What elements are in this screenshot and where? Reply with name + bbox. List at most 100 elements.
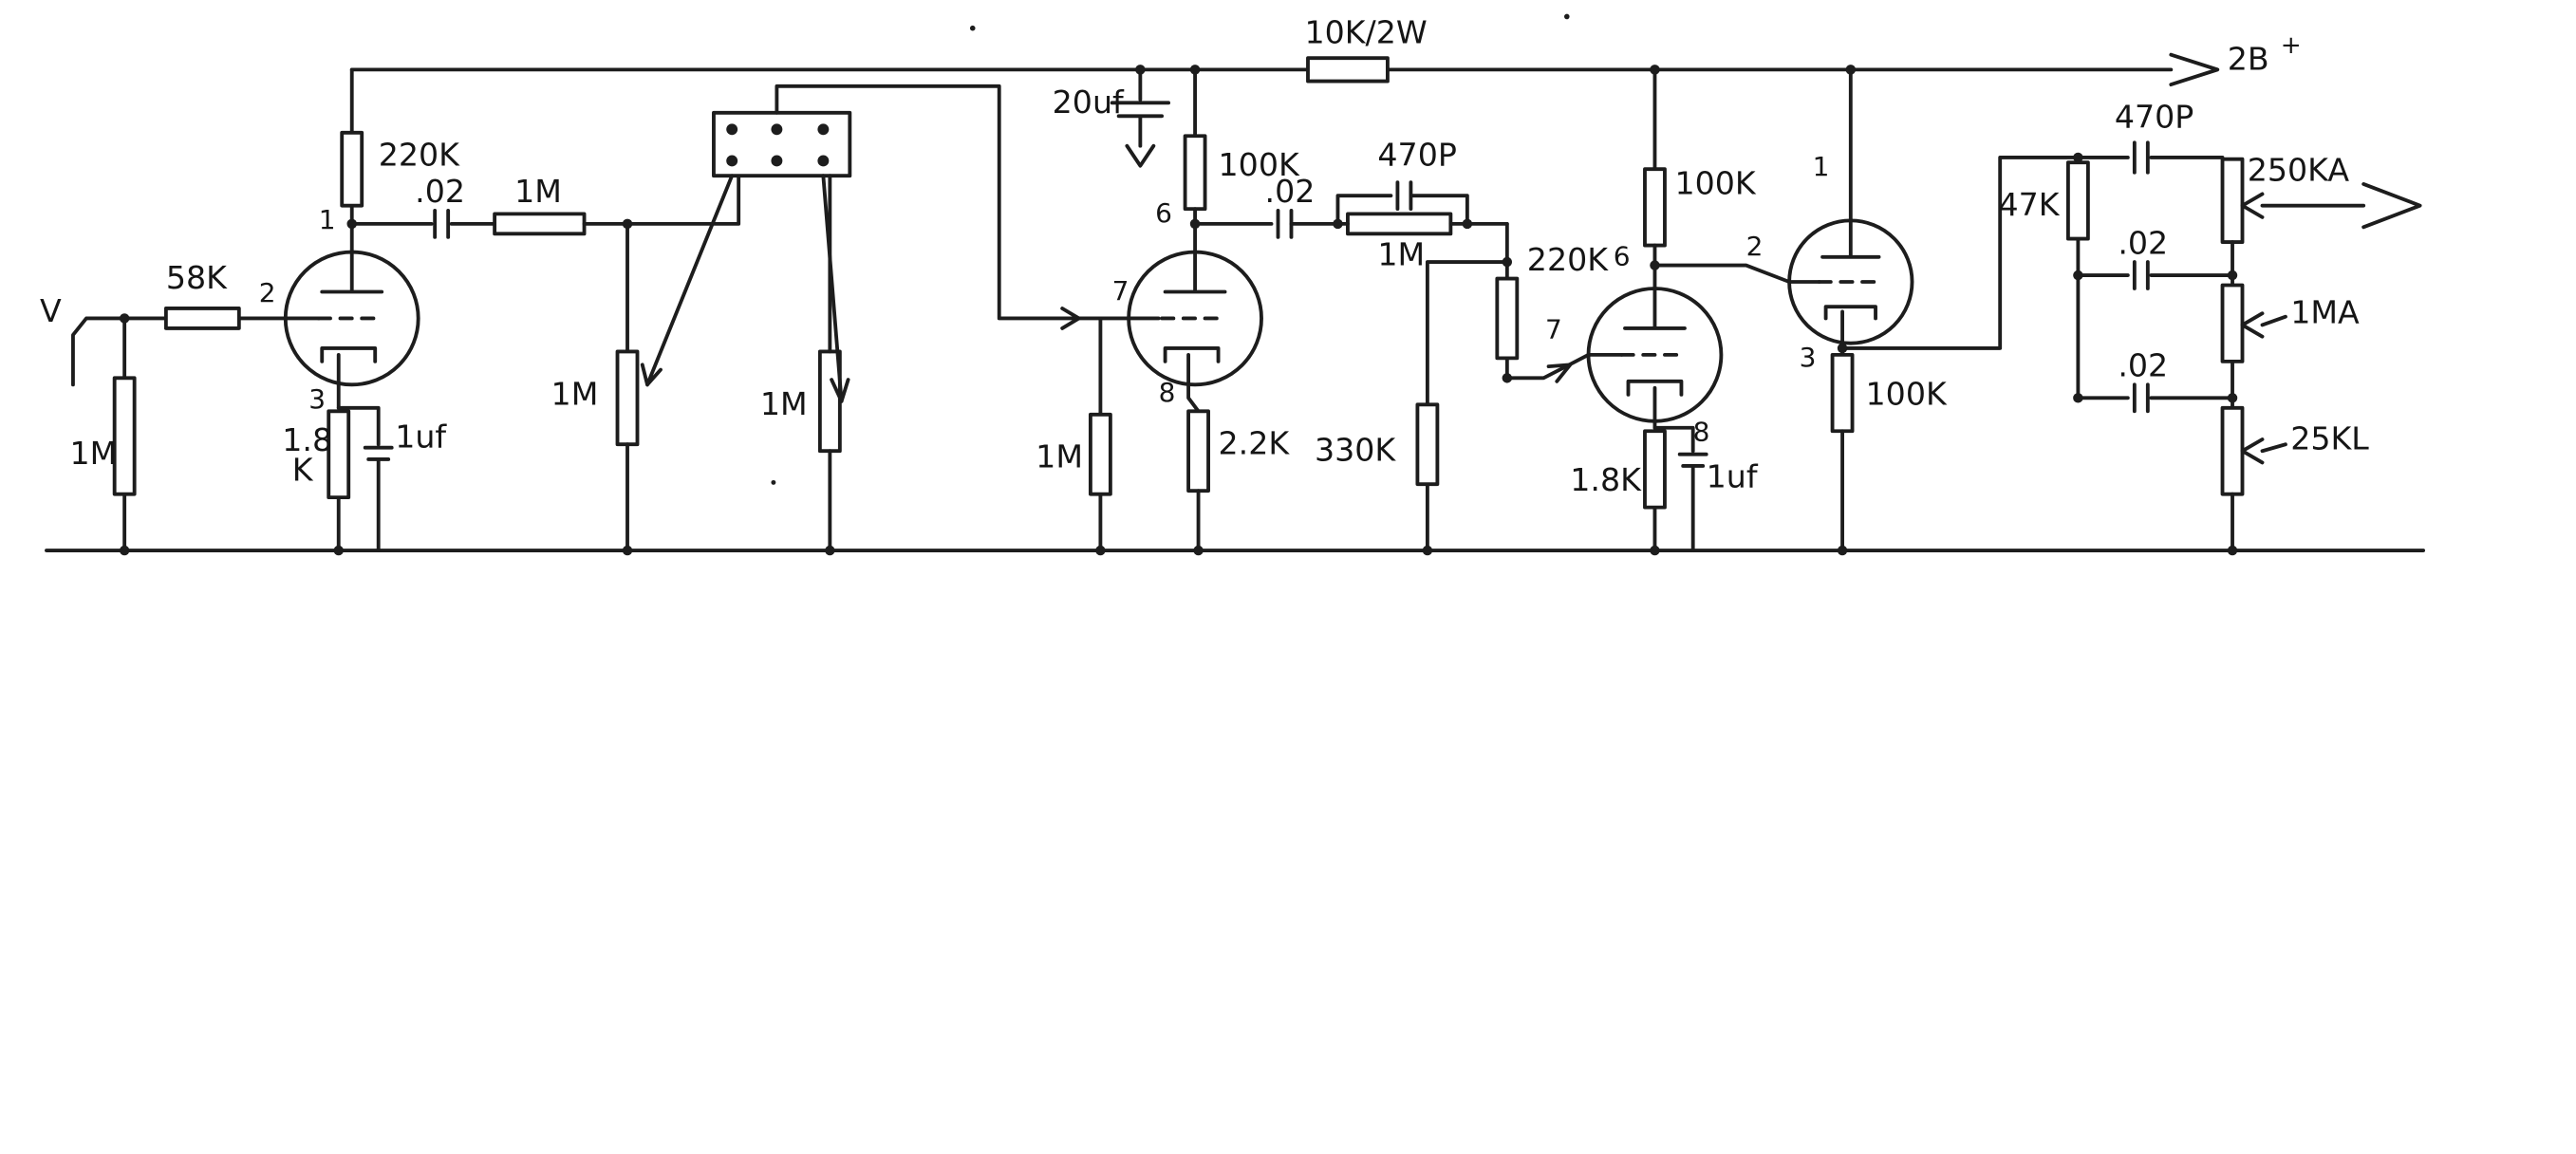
label-250ka: 250KA (2248, 151, 2350, 188)
label-pot2: 1M (760, 385, 808, 422)
wire-to-v3-grid (1504, 352, 1591, 383)
v3-cathode (1626, 379, 1684, 430)
label-220k-v3: 220K (1527, 241, 1609, 278)
label-470p: 470P (1377, 137, 1456, 174)
resistor-10k-2w (1306, 56, 1390, 84)
resistor-100k-v4 (1830, 352, 1855, 552)
pin-v4-grid: 2 (1746, 231, 1764, 262)
pin-v2-grid: 7 (1112, 275, 1129, 307)
pin-v3-cathode: 8 (1693, 417, 1710, 448)
cathode-network-v3 (1643, 425, 1708, 552)
pin-v1-grid: 2 (259, 277, 276, 308)
cap-002-v1 (349, 208, 497, 239)
label-1k8-v1-value: 1.8 (282, 421, 332, 458)
label-330k: 330K (1315, 432, 1396, 469)
cap-470p-tone (2076, 140, 2225, 175)
label-58k: 58K (166, 259, 228, 296)
resistor-1m-grid-v2 (1088, 316, 1112, 552)
resistor-47k (2065, 156, 2090, 277)
cap-002-v2 (1193, 208, 1340, 239)
label-002-v2: .02 (1265, 173, 1316, 210)
b-plus-arrow-icon (2169, 52, 2220, 87)
label-input-1m: 1M (69, 435, 117, 472)
ground-arrow-icon (1125, 143, 1156, 168)
pin-v1-plate: 1 (319, 204, 336, 235)
resistor-100k-v2 (1183, 67, 1207, 212)
label-100k-v3: 100K (1674, 164, 1756, 201)
wiper-arrow-icon (2240, 437, 2265, 465)
pot-25kl (2220, 405, 2287, 552)
pin-v3-grid: 7 (1545, 313, 1562, 344)
resistor-100k-v3 (1643, 67, 1667, 248)
label-1k8-v1-unit: K (292, 452, 314, 489)
cap-002-tone-2 (2076, 273, 2234, 414)
pin-v2-cathode: 8 (1159, 377, 1176, 408)
label-1ma: 1MA (2290, 294, 2360, 331)
grid-arrow-icon (1060, 307, 1081, 330)
parallel-rc-470p-1m (1335, 180, 1509, 236)
label-100k-v2: 100K (1219, 146, 1300, 183)
label-1uf-v3: 1uf (1707, 458, 1759, 495)
label-1m-grid-v2: 1M (1036, 438, 1083, 475)
switch-box (712, 110, 852, 178)
label-470p-tone: 470P (2115, 99, 2193, 136)
label-25kl: 25KL (2290, 419, 2369, 456)
cathode-network-v1 (327, 405, 394, 552)
resistor-220k-v3-grid (1495, 221, 1520, 381)
resistor-1m-input (112, 316, 137, 552)
v1-cathode (320, 345, 378, 410)
grid-arrow-icon (1546, 363, 1573, 383)
label-1m-parallel: 1M (1377, 236, 1425, 273)
label-002-tone-2: .02 (2118, 347, 2168, 384)
tube-v4 (1787, 67, 1914, 357)
label-input: V (40, 292, 62, 329)
pin-v4-cathode: 3 (1800, 342, 1817, 373)
label-47k: 47K (1998, 186, 2060, 223)
label-1uf-v1: 1uf (395, 419, 447, 456)
wiper-arrow-icon (2240, 311, 2265, 339)
resistor-1m-parallel (1346, 212, 1453, 236)
tube-v2 (1127, 207, 1263, 414)
label-pot1: 1M (551, 375, 599, 412)
pin-v2-plate: 6 (1155, 197, 1172, 229)
scan-specks (771, 13, 1570, 485)
resistor-1k8-v3 (1643, 429, 1667, 510)
resistor-330k (1415, 260, 1509, 552)
b-plus-rail (349, 52, 2220, 87)
pot-1m-b (817, 174, 850, 552)
label-002-v1: .02 (415, 173, 465, 210)
resistor-220k-v1-plate (340, 67, 364, 208)
output-arrow-icon (2361, 182, 2422, 230)
label-20uf: 20uf (1053, 84, 1125, 121)
resistor-58k (163, 307, 321, 330)
cap-002-tone-1 (2076, 240, 2234, 290)
label-b-plus-sign: + (2281, 31, 2302, 60)
label-002-tone-1: .02 (2118, 224, 2168, 261)
label-2k2: 2.2K (1219, 425, 1291, 462)
input-jack (71, 316, 168, 387)
label-b-plus: 2B (2228, 40, 2269, 77)
pot-1ma (2220, 283, 2287, 363)
pin-v3-plate: 6 (1614, 241, 1631, 272)
resistor-2k2 (1186, 409, 1210, 552)
label-100k-v4: 100K (1866, 375, 1948, 412)
cap-470p (1395, 180, 1413, 212)
switch-to-v2-grid-wire (775, 84, 1161, 330)
v3-plate (1623, 243, 1687, 330)
v2-cathode (1163, 345, 1221, 414)
cap-20uf (1110, 67, 1171, 168)
wiper-arrow-icon (2240, 192, 2265, 219)
v4-plate (1820, 67, 1881, 259)
tube-v1 (283, 203, 420, 410)
labels: V 1M 58K 2 1 3 220K .02 1M 1.8 K 1uf 1M … (40, 13, 2369, 498)
pin-v1-cathode: 3 (308, 383, 326, 415)
cap-1uf-v1 (363, 445, 394, 461)
pin-v4-plate: 1 (1813, 151, 1830, 182)
label-220k-v1: 220K (379, 137, 460, 174)
label-1k8-v3: 1.8K (1570, 461, 1642, 498)
resistor-1m-series (493, 174, 741, 354)
cap-1uf-v3 (1677, 452, 1708, 468)
resistor-1k8-v1 (327, 409, 351, 500)
